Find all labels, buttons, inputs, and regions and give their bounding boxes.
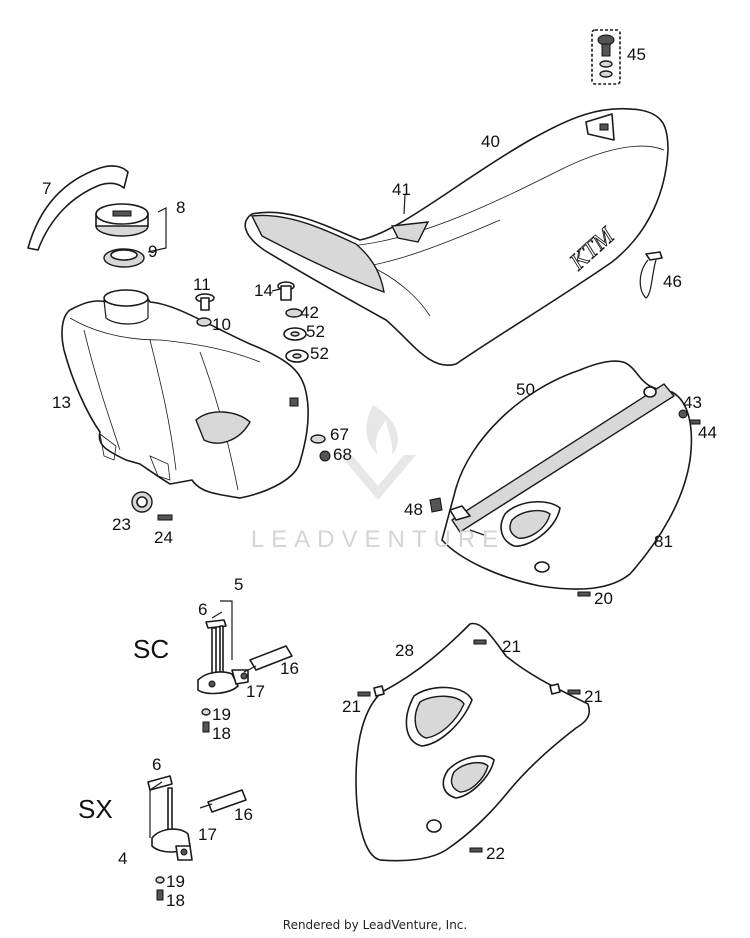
label-46: 46 [663, 272, 682, 291]
label-18a: 18 [212, 724, 231, 743]
label-40: 40 [481, 132, 500, 151]
grommet-23 [131, 491, 153, 513]
label-23: 23 [112, 515, 131, 534]
label-6a: 6 [198, 600, 208, 619]
label-48: 48 [404, 500, 423, 519]
label-6b: 6 [152, 755, 162, 774]
screw-24 [157, 514, 173, 521]
label-4: 4 [118, 849, 128, 868]
label-50: 50 [516, 380, 535, 399]
rubber-52b-hole [292, 353, 302, 359]
fuel-tap-sc [197, 619, 293, 733]
label-17a: 17 [246, 682, 265, 701]
washer-67 [310, 434, 326, 444]
label-11: 11 [193, 275, 211, 294]
cap-screw [195, 293, 215, 311]
screw-22 [469, 847, 483, 853]
seat-strap-46 [639, 251, 663, 299]
label-10: 10 [212, 315, 231, 334]
label-22: 22 [486, 844, 505, 863]
clip-48 [429, 497, 443, 513]
footer-credit: Rendered by LeadVenture, Inc. [282, 918, 468, 932]
screw-20 [577, 591, 591, 597]
screw-44 [689, 419, 701, 425]
side-panel-left [355, 622, 591, 862]
label-20: 20 [594, 589, 613, 608]
label-19b: 19 [166, 872, 185, 891]
watermark-logo [340, 405, 416, 500]
rubber-52a-hole [290, 331, 300, 337]
label-13: 13 [52, 393, 71, 412]
label-9: 9 [148, 242, 158, 261]
nut-43 [678, 409, 688, 419]
nut-68 [319, 450, 331, 462]
label-52a: 52 [306, 322, 325, 341]
cap-gasket [103, 248, 145, 268]
screw-21b [357, 691, 371, 697]
label-81: 81 [654, 532, 673, 551]
label-14: 14 [254, 281, 273, 300]
label-67: 67 [330, 425, 349, 444]
screw-21a [473, 639, 487, 645]
label-19a: 19 [212, 705, 231, 724]
label-7: 7 [42, 179, 52, 198]
label-24: 24 [154, 528, 173, 547]
label-42: 42 [300, 303, 319, 322]
fuel-tank [61, 289, 309, 499]
label-43: 43 [683, 393, 702, 412]
label-45: 45 [627, 45, 646, 64]
label-18b: 18 [166, 891, 185, 910]
label-21c: 21 [584, 687, 603, 706]
label-21b: 21 [342, 697, 361, 716]
watermark-text: LEADVENTURE [250, 526, 506, 553]
fuel-tap-sx [147, 775, 247, 901]
label-21a: 21 [502, 637, 521, 656]
fuel-cap [95, 203, 149, 237]
label-5: 5 [234, 575, 244, 594]
seat-bolt-45 [591, 29, 621, 85]
mount-bolt-14 [277, 281, 295, 301]
screw-21c [567, 689, 581, 695]
seat: KTM [244, 107, 669, 367]
washer-42 [285, 308, 303, 318]
leader-lines [147, 194, 485, 838]
label-52b: 52 [310, 344, 329, 363]
label-17b: 17 [198, 825, 217, 844]
label-16a: 16 [280, 659, 299, 678]
variant-sx: SX [78, 794, 113, 824]
label-41: 41 [392, 180, 411, 199]
variant-sc: SC [133, 634, 170, 664]
label-16b: 16 [234, 805, 253, 824]
label-8: 8 [176, 198, 186, 217]
label-44: 44 [698, 423, 717, 442]
side-panel-right [441, 360, 693, 590]
label-68: 68 [333, 445, 352, 464]
label-28: 28 [395, 641, 414, 660]
breather-hose [27, 165, 129, 251]
washer-10 [196, 317, 212, 327]
